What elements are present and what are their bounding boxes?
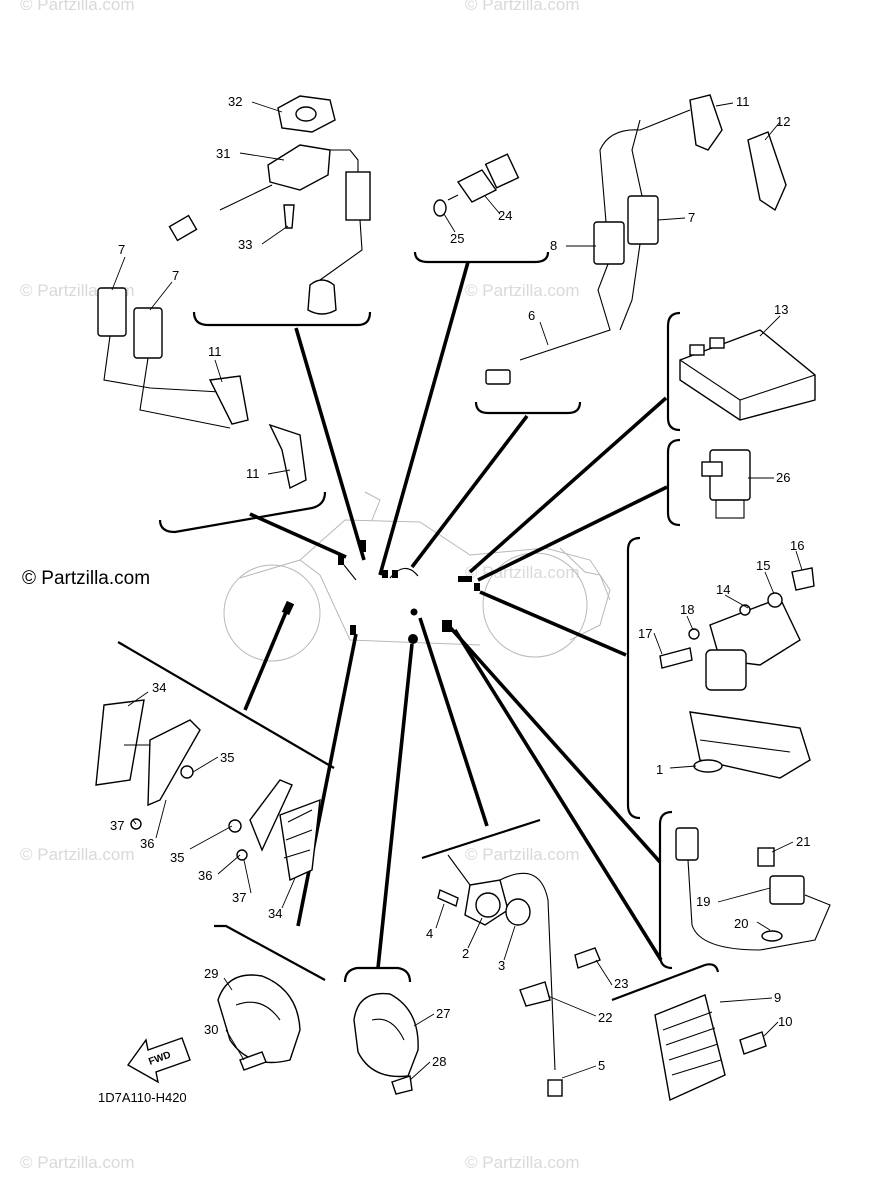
horn-front bbox=[353, 992, 419, 1095]
callout-20: 20 bbox=[734, 916, 748, 931]
callout-1: 1 bbox=[656, 762, 663, 777]
temperature-sensor bbox=[433, 153, 520, 217]
callout-34: 34 bbox=[268, 906, 282, 921]
diagram-code: 1D7A110-H420 bbox=[98, 1090, 187, 1105]
callout-14: 14 bbox=[716, 582, 730, 597]
callout-33: 33 bbox=[238, 237, 252, 252]
watermark: © Partzilla.com bbox=[465, 563, 580, 582]
callout-numbers: 32 31 33 24 25 11 12 7 8 6 13 26 7 7 11 … bbox=[110, 94, 810, 1073]
callout-2: 2 bbox=[462, 946, 469, 961]
callout-28: 28 bbox=[432, 1054, 446, 1069]
callout-30: 30 bbox=[204, 1022, 218, 1037]
callout-34: 34 bbox=[152, 680, 166, 695]
watermark: © Partzilla.com bbox=[465, 0, 580, 14]
callout-36: 36 bbox=[140, 836, 154, 851]
partzilla-credit: © Partzilla.com bbox=[22, 568, 150, 589]
callout-19: 19 bbox=[696, 894, 710, 909]
callout-7: 7 bbox=[172, 268, 179, 283]
group-leaders bbox=[243, 261, 668, 969]
callout-13: 13 bbox=[774, 302, 788, 317]
callout-11: 11 bbox=[208, 344, 222, 359]
horn-rear bbox=[217, 974, 301, 1071]
callout-3: 3 bbox=[498, 958, 505, 973]
callout-35: 35 bbox=[170, 850, 184, 865]
callout-25: 25 bbox=[450, 231, 464, 246]
speed-sensor-assembly bbox=[675, 827, 831, 951]
callout-23: 23 bbox=[614, 976, 628, 991]
callout-9: 9 bbox=[774, 990, 781, 1005]
crank-sensor bbox=[437, 854, 601, 1097]
watermark: © Partzilla.com bbox=[465, 1153, 580, 1172]
watermark: © Partzilla.com bbox=[20, 0, 135, 14]
callout-36: 36 bbox=[198, 868, 212, 883]
callout-17: 17 bbox=[638, 626, 652, 641]
ignition-coil-set-left bbox=[97, 287, 307, 490]
reflector-left bbox=[95, 699, 201, 830]
callout-37: 37 bbox=[232, 890, 246, 905]
callout-24: 24 bbox=[498, 208, 512, 223]
callout-22: 22 bbox=[598, 1010, 612, 1025]
callout-11: 11 bbox=[246, 466, 260, 481]
callout-26: 26 bbox=[776, 470, 790, 485]
ignition-coil-set-right bbox=[485, 94, 787, 385]
watermark-layer: © Partzilla.com © Partzilla.com © Partzi… bbox=[20, 0, 580, 1172]
callout-7: 7 bbox=[688, 210, 695, 225]
watermark: © Partzilla.com bbox=[20, 845, 135, 864]
callout-31: 31 bbox=[216, 146, 230, 161]
callout-16: 16 bbox=[790, 538, 804, 553]
callout-5: 5 bbox=[598, 1058, 605, 1073]
watermark: © Partzilla.com bbox=[465, 845, 580, 864]
callout-7: 7 bbox=[118, 242, 125, 257]
reflector-right bbox=[228, 779, 321, 882]
callout-35: 35 bbox=[220, 750, 234, 765]
callout-11: 11 bbox=[736, 94, 750, 109]
watermark: © Partzilla.com bbox=[465, 281, 580, 300]
callout-leaders bbox=[111, 101, 803, 1081]
callout-27: 27 bbox=[436, 1006, 450, 1021]
fwd-arrow-icon: FWD bbox=[126, 1037, 191, 1084]
rectifier-regulator bbox=[654, 994, 767, 1102]
callout-8: 8 bbox=[550, 238, 557, 253]
group-brackets bbox=[117, 251, 720, 1002]
callout-32: 32 bbox=[228, 94, 242, 109]
callout-21: 21 bbox=[796, 834, 810, 849]
callout-37: 37 bbox=[110, 818, 124, 833]
relay bbox=[701, 449, 751, 519]
throttle-sensor-assembly bbox=[659, 567, 815, 779]
callout-15: 15 bbox=[756, 558, 770, 573]
fuel-pump-assembly bbox=[168, 95, 371, 315]
callout-6: 6 bbox=[528, 308, 535, 323]
callout-29: 29 bbox=[204, 966, 218, 981]
watermark: © Partzilla.com bbox=[20, 1153, 135, 1172]
callout-4: 4 bbox=[426, 926, 433, 941]
callout-12: 12 bbox=[776, 114, 790, 129]
ecu-unit bbox=[679, 329, 816, 421]
callout-10: 10 bbox=[778, 1014, 792, 1029]
callout-18: 18 bbox=[680, 602, 694, 617]
